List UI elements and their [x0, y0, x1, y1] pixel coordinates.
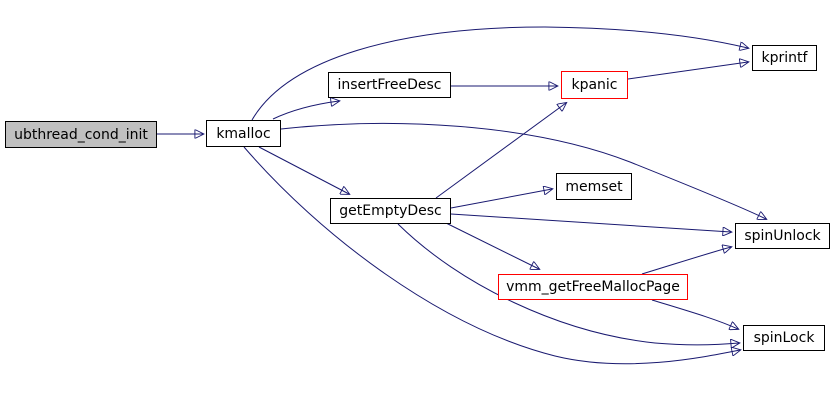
node-getemptydesc[interactable]: getEmptyDesc: [330, 198, 451, 224]
edge-getEmptyDesc-kpanic: [435, 103, 566, 199]
node-kprintf[interactable]: kprintf: [752, 45, 817, 71]
node-memset[interactable]: memset: [556, 173, 632, 200]
node-spinlock[interactable]: spinLock: [743, 325, 825, 351]
edge-kpanic-kprintf: [627, 62, 748, 80]
node-ubthread-cond-init: ubthread_cond_init: [5, 121, 157, 148]
node-kmalloc[interactable]: kmalloc: [206, 120, 281, 147]
edge-vmm_getFreeMallocPage-spinLock: [651, 299, 738, 329]
node-insertfreedesc[interactable]: insertFreeDesc: [328, 72, 451, 98]
edge-getEmptyDesc-spinUnlock: [450, 213, 731, 232]
edge-kmalloc-spinLock: [243, 146, 740, 365]
edge-kmalloc-insertFreeDesc: [272, 101, 339, 120]
edge-kmalloc-spinUnlock: [280, 122, 766, 219]
node-vmm-getfreemallocpage[interactable]: vmm_getFreeMallocPage: [498, 274, 688, 300]
edge-kmalloc-kprintf: [251, 26, 748, 121]
edge-getEmptyDesc-memset: [450, 189, 552, 209]
edge-kmalloc-getEmptyDesc: [258, 146, 349, 194]
node-spinunlock[interactable]: spinUnlock: [735, 223, 830, 249]
edge-getEmptyDesc-vmm_getFreeMallocPage: [445, 222, 539, 269]
node-kpanic[interactable]: kpanic: [561, 71, 628, 99]
edge-getEmptyDesc-spinLock: [397, 223, 739, 345]
edge-vmm_getFreeMallocPage-spinUnlock: [641, 247, 731, 275]
